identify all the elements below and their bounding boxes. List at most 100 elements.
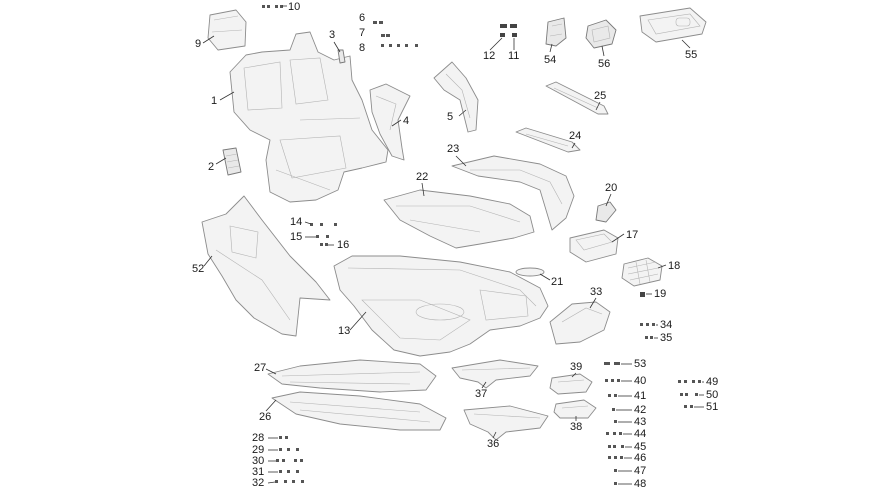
leader-line-23	[455, 155, 467, 167]
leader-line-25	[595, 101, 601, 111]
callout-29: 29	[252, 444, 264, 456]
callout-3: 3	[329, 29, 335, 41]
callout-18: 18	[668, 260, 680, 272]
callout-43: 43	[634, 416, 646, 428]
part-1-inner-shield	[229, 31, 389, 203]
part-23-side-panel	[451, 155, 575, 231]
callout-11: 11	[508, 50, 519, 62]
callout-33: 33	[590, 286, 602, 298]
callout-55: 55	[685, 49, 697, 61]
part-56-small-box	[585, 19, 617, 49]
callout-49: 49	[706, 376, 718, 388]
leader-line-3	[333, 41, 341, 53]
part-55-lid	[639, 7, 707, 43]
leader-line-37	[481, 381, 487, 389]
callout-28: 28	[252, 432, 264, 444]
callout-6: 6	[359, 12, 365, 24]
callout-31: 31	[252, 466, 264, 478]
part-13-main-body	[333, 255, 549, 357]
callout-1: 1	[211, 95, 217, 107]
leader-line-2	[215, 157, 227, 165]
leader-line-17	[611, 233, 625, 243]
part-27-lower-strip	[267, 359, 437, 393]
callout-54: 54	[544, 54, 556, 66]
callout-34: 34	[660, 319, 672, 331]
part-17-tray	[569, 229, 619, 263]
callout-41: 41	[634, 390, 646, 402]
part-9-upper-cover	[207, 9, 247, 51]
part-20-small-part	[595, 201, 617, 223]
leader-line-26	[265, 399, 277, 412]
callout-12: 12	[483, 50, 495, 62]
part-24-trim	[515, 127, 581, 153]
leader-line-39	[571, 372, 577, 378]
callout-10: 10	[288, 1, 300, 13]
callout-50: 50	[706, 389, 718, 401]
leader-line-36	[492, 431, 497, 439]
part-3-bolt	[337, 49, 346, 64]
leader-line-22	[421, 182, 425, 197]
callout-20: 20	[605, 182, 617, 194]
part-25-trim	[545, 81, 609, 115]
leader-line-18	[657, 264, 667, 269]
callout-46: 46	[634, 452, 646, 464]
callout-37: 37	[475, 388, 487, 400]
leader-line-56	[601, 45, 605, 57]
leader-line-54	[549, 43, 553, 53]
part-11-12-clips	[500, 24, 517, 37]
callout-2: 2	[208, 161, 214, 173]
callout-16: 16	[337, 239, 349, 251]
callout-32: 32	[252, 477, 264, 489]
leader-line-24	[571, 142, 576, 149]
callout-52: 52	[192, 263, 204, 275]
callout-14: 14	[290, 216, 302, 228]
leader-line-14	[304, 221, 312, 225]
callout-13: 13	[338, 325, 350, 337]
callout-5: 5	[447, 111, 453, 123]
part-18-grille	[621, 257, 663, 287]
part-4-side-trim	[369, 83, 411, 161]
callout-38: 38	[570, 421, 582, 433]
callout-35: 35	[660, 332, 672, 344]
leader-line-4	[391, 119, 402, 127]
part-26-lower-strip	[271, 391, 447, 431]
callout-44: 44	[634, 428, 646, 440]
leader-line-9	[202, 35, 215, 44]
callout-36: 36	[487, 438, 499, 450]
callout-23: 23	[447, 143, 459, 155]
callout-25: 25	[594, 90, 606, 102]
part-38-small-cover	[553, 399, 597, 419]
leader-line-52	[203, 255, 213, 267]
part-22-lower-panel	[383, 189, 535, 249]
callout-21: 21	[551, 276, 563, 288]
leader-line-27	[265, 368, 277, 375]
callout-7: 7	[359, 27, 365, 39]
leader-line-12	[489, 37, 503, 51]
leader-line-21	[539, 273, 551, 281]
part-33-side-piece	[549, 301, 611, 345]
callout-53: 53	[634, 358, 646, 370]
part-19-screw	[640, 292, 645, 297]
callout-40: 40	[634, 375, 646, 387]
callout-26: 26	[259, 411, 271, 423]
leader-line-55	[681, 39, 691, 49]
callout-9: 9	[195, 38, 201, 50]
callout-4: 4	[403, 115, 409, 127]
leader-line-13	[349, 311, 367, 331]
part-21-gasket	[515, 267, 545, 277]
part-2-trim-strip	[222, 147, 242, 176]
callout-48: 48	[634, 478, 646, 490]
callout-22: 22	[416, 171, 428, 183]
part-37-floor-piece	[451, 359, 539, 389]
callout-27: 27	[254, 362, 266, 374]
part-36-floor-piece	[463, 405, 549, 441]
leader-line-32	[267, 481, 276, 484]
leader-line-20	[605, 193, 612, 207]
leader-line-5	[458, 109, 467, 117]
fastener-glyphs	[262, 5, 701, 485]
part-52-left-side-cover	[201, 195, 331, 337]
leader-line-33	[589, 297, 597, 309]
part-54-bracket	[545, 17, 567, 47]
callout-30: 30	[252, 455, 264, 467]
